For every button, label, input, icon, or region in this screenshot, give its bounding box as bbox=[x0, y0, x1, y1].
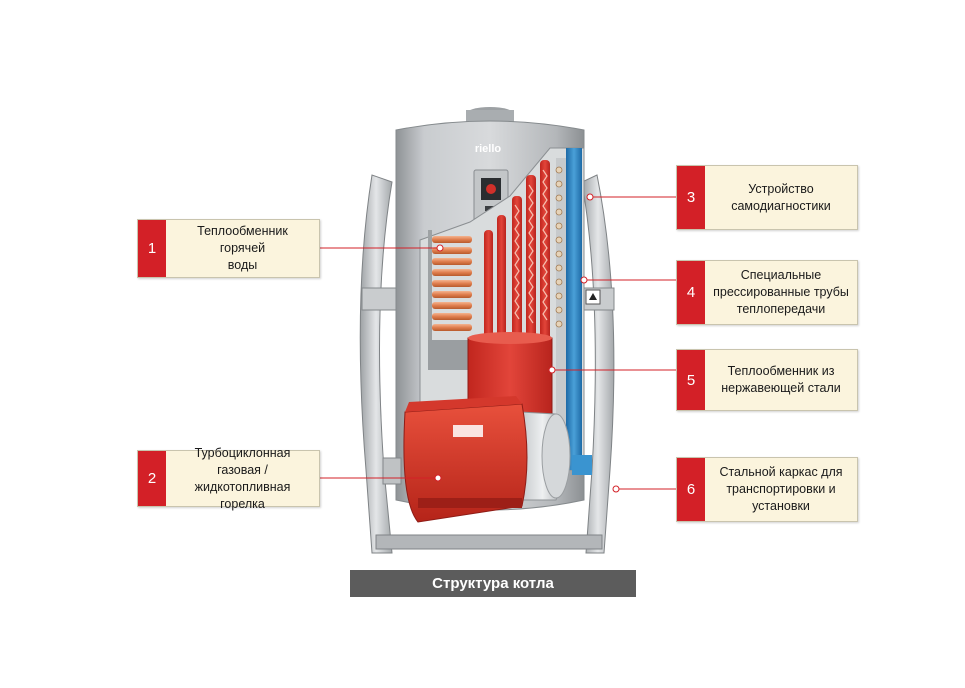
callout-number: 3 bbox=[677, 166, 705, 229]
callout-steel-frame: 6 Стальной каркас для транспортировки и … bbox=[676, 457, 858, 522]
callout-number: 6 bbox=[677, 458, 705, 521]
callout-number: 2 bbox=[138, 451, 166, 506]
callout-burner: 2 Турбоциклонная газовая / жидкотопливна… bbox=[137, 445, 320, 511]
callout-label: Теплообменник горячей воды bbox=[197, 224, 288, 272]
callout-label: Теплообменник из нержавеющей стали bbox=[721, 364, 841, 395]
callout-number: 1 bbox=[138, 220, 166, 277]
callout-stainless-exchanger: 5 Теплообменник из нержавеющей стали bbox=[676, 349, 858, 411]
diagram-caption: Структура котла bbox=[350, 570, 636, 597]
pressed-tubes bbox=[512, 160, 563, 340]
callout-number: 5 bbox=[677, 350, 705, 410]
insulation-layer bbox=[566, 148, 582, 470]
burner bbox=[382, 396, 571, 523]
callout-hot-water-exchanger: 1 Теплообменник горячей воды bbox=[137, 219, 320, 278]
callout-pressed-tubes: 4 Специальные прессированные трубы тепло… bbox=[676, 260, 858, 325]
callout-label: Устройство самодиагностики bbox=[731, 181, 831, 213]
steel-frame bbox=[359, 174, 615, 554]
callout-self-diagnostics: 3 Устройство самодиагностики bbox=[676, 165, 858, 230]
hot-water-coil bbox=[428, 215, 506, 370]
callout-label: Специальные прессированные трубы теплопе… bbox=[713, 268, 849, 316]
riello-logo: riello bbox=[475, 143, 502, 155]
burner-badge bbox=[453, 425, 483, 437]
callout-label: Стальной каркас для транспортировки и ус… bbox=[719, 465, 843, 513]
leader-lines bbox=[320, 193, 676, 493]
callout-label: Турбоциклонная газовая / жидкотопливная … bbox=[194, 445, 291, 511]
callout-number: 4 bbox=[677, 261, 705, 324]
